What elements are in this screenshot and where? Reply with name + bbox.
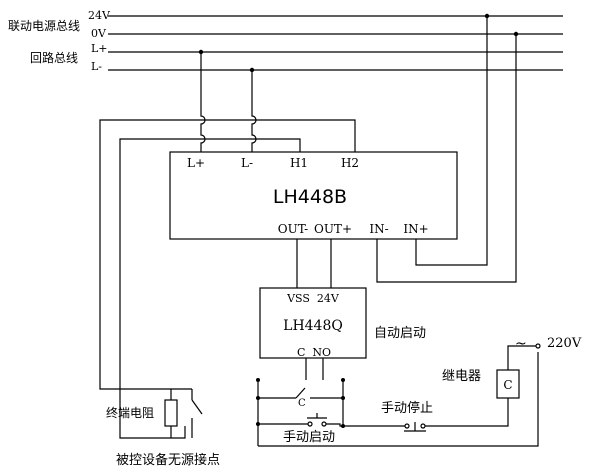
manual-start-terminal-right <box>321 421 327 427</box>
mains-voltage-label: 220V <box>547 336 582 351</box>
module-lh448b-name: LH448B <box>273 186 347 208</box>
wire-lminus-drop <box>251 70 257 152</box>
wire-in-minus-0v <box>376 34 517 283</box>
terminal-in-minus: IN- <box>369 222 388 236</box>
wire-h2-loop <box>99 119 356 390</box>
wire-manual-stop-to-relay <box>425 398 509 427</box>
mains-tilde: ~ <box>515 336 527 352</box>
module-lh448q-contacts: C NO <box>297 346 331 359</box>
bus-lplus-label: L+ <box>91 42 108 55</box>
manual-stop-label: 手动停止 <box>381 400 433 416</box>
terminal-h2: H2 <box>341 156 359 170</box>
module-lh448q-name: LH448Q <box>283 318 343 334</box>
node-top-right <box>341 378 345 382</box>
passive-contact-label: 被控设备无源接点 <box>116 452 220 468</box>
manual-start-label: 手动启动 <box>283 430 335 445</box>
terminal-out-minus: OUT- <box>278 222 308 236</box>
terminal-lplus: L+ <box>187 156 205 170</box>
mains-terminal-upper <box>535 343 541 349</box>
terminal-h1: H1 <box>290 156 308 170</box>
auto-start-label: 自动启动 <box>374 326 426 341</box>
bus-lminus-label: L- <box>91 60 102 73</box>
terminal-in-plus: IN+ <box>403 222 428 236</box>
manual-start-terminal-left <box>307 421 313 427</box>
linkage-power-bus-label: 联动电源总线 <box>8 19 80 33</box>
wire-relay-to-mains <box>507 345 536 370</box>
passive-contact-blade <box>191 399 203 415</box>
module-lh448q-supply: VSS 24V <box>286 292 340 305</box>
terminal-lminus: L- <box>241 156 253 170</box>
wire-mains-return <box>258 352 539 447</box>
manual-stop-terminal-right <box>420 423 426 429</box>
manual-stop-terminal-left <box>404 423 410 429</box>
bus-24v-label: 24V <box>88 9 111 22</box>
relay-label: 继电器 <box>442 369 481 384</box>
relay-coil-label: C <box>503 378 512 392</box>
node-top-left <box>256 378 260 382</box>
wire-in-plus-24v <box>415 16 488 266</box>
eol-resistor-label: 终端电阻 <box>106 405 154 420</box>
eol-resistor <box>164 399 178 427</box>
loop-bus-label: 回路总线 <box>30 50 78 65</box>
bus-0v-label: 0V <box>91 27 107 40</box>
terminal-out-plus: OUT+ <box>314 222 352 236</box>
wire-h1-loop <box>119 138 301 439</box>
module-lh448q <box>259 287 367 359</box>
wire-lplus-drop <box>200 52 206 152</box>
auto-contact-label: C <box>298 398 306 409</box>
wire-manual-start-right <box>326 423 343 427</box>
module-lh448b <box>169 151 458 240</box>
auto-contact-blade <box>295 387 306 399</box>
